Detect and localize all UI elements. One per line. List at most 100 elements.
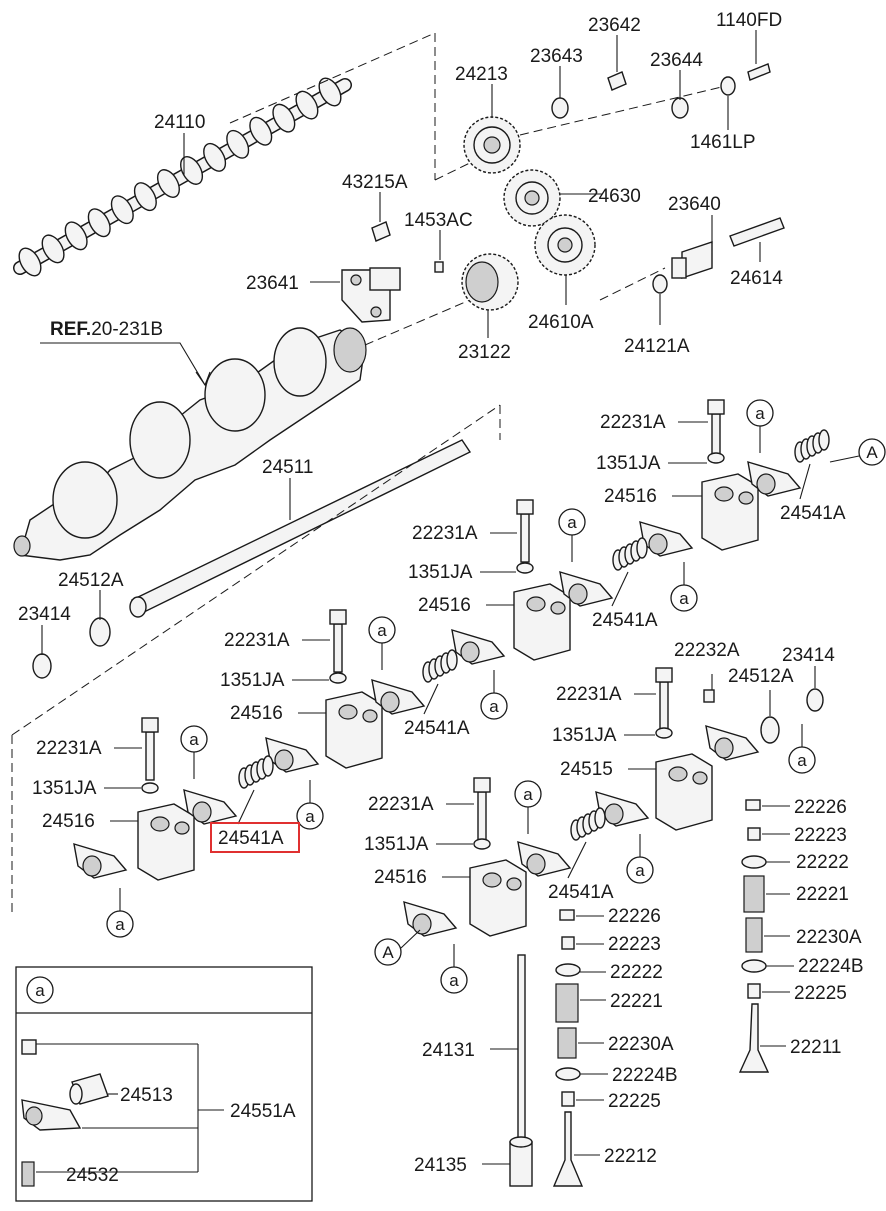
bolt-head xyxy=(516,499,534,515)
snap-rings-right xyxy=(703,688,824,744)
callout-a-circle xyxy=(296,802,324,830)
callout-a-circle xyxy=(368,616,396,644)
ref-label: REF.20-231B xyxy=(50,319,163,340)
valve-parts-right xyxy=(738,799,770,1073)
rocker-support-block xyxy=(469,859,527,937)
pushrod-and-tappet xyxy=(509,954,533,1187)
label-24511: 24511 xyxy=(262,457,313,478)
label-24610A: 24610A xyxy=(528,312,594,333)
inset-box: a 24513 24551A 24532 xyxy=(15,966,313,1202)
callout-a-circle xyxy=(106,910,134,938)
bolt-head xyxy=(707,399,725,415)
callout-a: a xyxy=(305,807,315,826)
cam-lobe xyxy=(203,142,227,172)
label-r-22230A: 22230A xyxy=(796,927,862,948)
callout-a: a xyxy=(449,971,459,990)
block-hole xyxy=(668,766,688,782)
valve-parts-center xyxy=(552,909,584,1187)
label-23643: 23643 xyxy=(530,46,583,67)
block-hole xyxy=(362,709,378,723)
label-r-22225: 22225 xyxy=(794,983,847,1004)
callout-A: A xyxy=(382,943,394,962)
label-43215A: 43215A xyxy=(342,172,408,193)
bolt-head xyxy=(329,609,347,625)
block-hole xyxy=(714,486,734,502)
rocker-support-block xyxy=(655,753,713,831)
spring-coil xyxy=(262,755,274,777)
callout-a: a xyxy=(797,751,807,770)
cam-lobe xyxy=(64,221,88,251)
rocker-arm-bore xyxy=(192,801,212,823)
cam-lobe xyxy=(41,234,65,264)
label-r-22226: 22226 xyxy=(794,797,847,818)
rocker-arm-bore xyxy=(274,749,294,771)
label-24135: 24135 xyxy=(414,1155,467,1176)
callout-a-circle xyxy=(558,508,586,536)
label-t6-1351JA: 1351JA xyxy=(552,725,617,746)
label-t4-24541A: 24541A xyxy=(218,828,284,849)
callout-a: a xyxy=(115,915,125,934)
spring-coil xyxy=(818,429,830,451)
label-c-22222: 22222 xyxy=(610,962,663,983)
block-hole xyxy=(692,771,708,785)
rocker-arm-bore xyxy=(714,737,734,759)
cam-lobe xyxy=(249,116,273,146)
snap-rings-left xyxy=(32,617,111,679)
label-c-22224B: 22224B xyxy=(612,1065,678,1086)
leader-line xyxy=(829,455,860,463)
label-r-22223: 22223 xyxy=(794,825,847,846)
bolt-head xyxy=(655,667,673,683)
label-1461LP: 1461LP xyxy=(690,132,756,153)
label-t3-22231A: 22231A xyxy=(224,630,290,651)
callout-A: A xyxy=(866,443,878,462)
block-hole xyxy=(338,704,358,720)
label-24513: 24513 xyxy=(120,1085,173,1106)
rocker-arm-bore xyxy=(380,691,400,713)
label-t6-24515: 24515 xyxy=(560,759,613,780)
label-23122: 23122 xyxy=(458,342,511,363)
ref-label-rest: 20-231B xyxy=(91,319,163,340)
labels-top: 24110 24213 23643 23642 23644 1140FD 146… xyxy=(18,10,835,687)
label-23640: 23640 xyxy=(668,194,721,215)
label-1140FD: 1140FD xyxy=(716,10,782,31)
rocker-arm-bore xyxy=(82,855,102,877)
callout-a-circle xyxy=(514,780,542,808)
callout-a-circle xyxy=(788,746,816,774)
label-24512A-right: 24512A xyxy=(728,666,794,687)
rocker-arm-bore xyxy=(568,583,588,605)
label-t3-24541A: 24541A xyxy=(404,718,470,739)
rocker-support-block xyxy=(513,583,571,661)
label-c-22230A: 22230A xyxy=(608,1034,674,1055)
label-t5-22231A: 22231A xyxy=(368,794,434,815)
cam-lobe xyxy=(133,182,157,212)
leader-line xyxy=(611,571,629,607)
leader-line xyxy=(567,841,587,879)
label-t2-22231A: 22231A xyxy=(412,523,478,544)
callout-a: a xyxy=(377,621,387,640)
label-24614: 24614 xyxy=(730,268,783,289)
label-1453AC: 1453AC xyxy=(404,210,473,231)
label-t2-24541A: 24541A xyxy=(592,610,658,631)
label-t4-1351JA: 1351JA xyxy=(32,778,97,799)
label-r-22224B: 22224B xyxy=(798,956,864,977)
highlight-box-24541A xyxy=(210,822,300,853)
leader-line xyxy=(799,463,811,500)
label-c-22212: 22212 xyxy=(604,1146,657,1167)
label-t2-1351JA: 1351JA xyxy=(408,562,473,583)
label-c-22226: 22226 xyxy=(608,906,661,927)
bolt-shank xyxy=(333,623,343,673)
callout-a: a xyxy=(189,730,199,749)
label-23641: 23641 xyxy=(246,273,299,294)
washer xyxy=(141,782,159,794)
block-hole xyxy=(506,877,522,891)
leader-line xyxy=(423,683,439,715)
rocker-support-block xyxy=(137,803,195,881)
label-24532: 24532 xyxy=(66,1165,119,1186)
inset-callout-a: a xyxy=(35,981,45,1000)
washer xyxy=(655,727,673,739)
spring-coil xyxy=(594,807,606,829)
label-24630: 24630 xyxy=(588,186,641,207)
